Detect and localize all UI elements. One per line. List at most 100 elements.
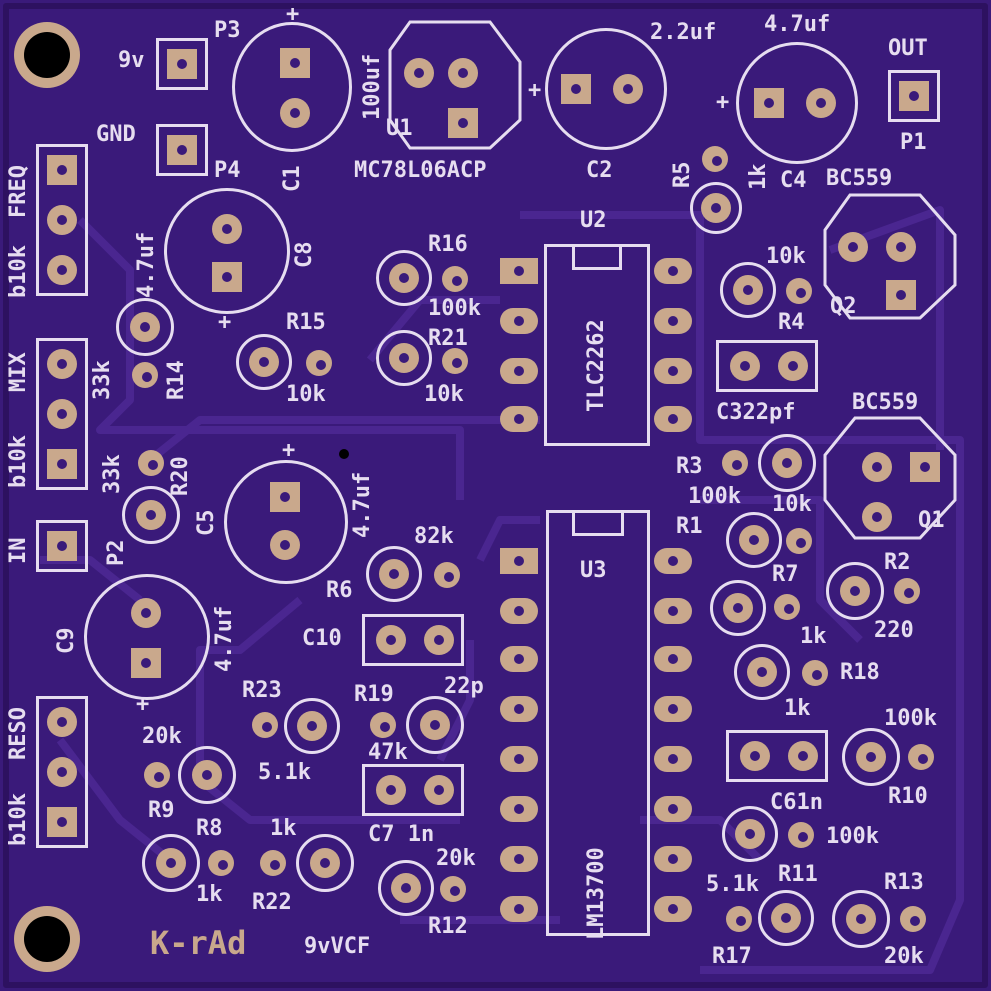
pad-c4-plus[interactable]	[754, 88, 784, 118]
pad-r1-1[interactable]	[739, 525, 769, 555]
pad-freq-2[interactable]	[47, 205, 77, 235]
pad-u2-1[interactable]	[500, 258, 538, 284]
pad-r9-1[interactable]	[144, 762, 170, 788]
pad-u1-3[interactable]	[448, 108, 478, 138]
pad-u3-5[interactable]	[500, 746, 538, 772]
pad-c3-1[interactable]	[730, 351, 760, 381]
pad-q2-1[interactable]	[838, 232, 868, 262]
pad-r8-1[interactable]	[156, 848, 186, 878]
pad-c7-1[interactable]	[376, 775, 406, 805]
pad-u1-1[interactable]	[404, 58, 434, 88]
pad-u3-8[interactable]	[500, 896, 538, 922]
pad-p4[interactable]	[167, 135, 197, 165]
pad-u3-14[interactable]	[654, 646, 692, 672]
pad-c9-1[interactable]	[131, 598, 161, 628]
pad-r8-2[interactable]	[208, 850, 234, 876]
pad-r16-2[interactable]	[442, 266, 468, 292]
pad-r9-2[interactable]	[192, 760, 222, 790]
pad-u3-13[interactable]	[654, 696, 692, 722]
pad-r15-1[interactable]	[249, 347, 279, 377]
pad-q1-2[interactable]	[910, 452, 940, 482]
pad-r17-1[interactable]	[726, 906, 752, 932]
pad-c1-plus[interactable]	[280, 48, 310, 78]
pad-c10-2[interactable]	[424, 625, 454, 655]
pad-reso-2[interactable]	[47, 757, 77, 787]
pad-r15-2[interactable]	[306, 350, 332, 376]
pad-c4-minus[interactable]	[806, 88, 836, 118]
pad-r12-2[interactable]	[440, 876, 466, 902]
pad-c5-minus[interactable]	[270, 530, 300, 560]
pad-c8-2[interactable]	[212, 262, 242, 292]
pad-r13-2[interactable]	[900, 906, 926, 932]
pad-c1-minus[interactable]	[280, 98, 310, 128]
pad-r21-1[interactable]	[389, 343, 419, 373]
pad-r6-1[interactable]	[379, 559, 409, 589]
pad-u3-15[interactable]	[654, 598, 692, 624]
pad-reso-3[interactable]	[47, 807, 77, 837]
pad-c3-2[interactable]	[778, 351, 808, 381]
pad-r5-1[interactable]	[702, 146, 728, 172]
pad-u2-6[interactable]	[654, 358, 692, 384]
pad-u3-7[interactable]	[500, 846, 538, 872]
pad-u3-10[interactable]	[654, 846, 692, 872]
pad-c9-2[interactable]	[131, 648, 161, 678]
pad-q2-3[interactable]	[886, 280, 916, 310]
pad-c8-1[interactable]	[212, 214, 242, 244]
pad-u3-11[interactable]	[654, 796, 692, 822]
pad-u3-2[interactable]	[500, 598, 538, 624]
pad-u3-1[interactable]	[500, 548, 538, 574]
pad-r20-2[interactable]	[136, 500, 166, 530]
pad-u3-16[interactable]	[654, 548, 692, 574]
pad-r21-2[interactable]	[442, 348, 468, 374]
pad-u3-4[interactable]	[500, 696, 538, 722]
pad-r4-1[interactable]	[733, 275, 763, 305]
pad-mix-2[interactable]	[47, 399, 77, 429]
pad-c5-plus[interactable]	[270, 482, 300, 512]
pad-r22-1[interactable]	[260, 850, 286, 876]
pad-r14-1[interactable]	[130, 312, 160, 342]
pad-u3-9[interactable]	[654, 896, 692, 922]
pad-q1-3[interactable]	[862, 502, 892, 532]
pad-c2-minus[interactable]	[613, 74, 643, 104]
pad-r3-2[interactable]	[772, 448, 802, 478]
pad-r7-1[interactable]	[723, 593, 753, 623]
pad-q1-1[interactable]	[862, 452, 892, 482]
pad-r16-1[interactable]	[389, 263, 419, 293]
pad-c6-2[interactable]	[788, 741, 818, 771]
pad-r13-1[interactable]	[846, 904, 876, 934]
pad-c2-plus[interactable]	[561, 74, 591, 104]
pad-r20-1[interactable]	[138, 450, 164, 476]
pad-u2-3[interactable]	[500, 358, 538, 384]
pad-r11-upper-1[interactable]	[735, 819, 765, 849]
pad-reso-1[interactable]	[47, 707, 77, 737]
pad-p3[interactable]	[167, 49, 197, 79]
pad-p2[interactable]	[47, 531, 77, 561]
pad-freq-1[interactable]	[47, 155, 77, 185]
pad-u3-3[interactable]	[500, 646, 538, 672]
pad-r10-1[interactable]	[856, 742, 886, 772]
pad-r10-2[interactable]	[908, 744, 934, 770]
pad-r5-2[interactable]	[701, 193, 731, 223]
pad-r18-1[interactable]	[747, 657, 777, 687]
pad-c7-2[interactable]	[424, 775, 454, 805]
pad-r19-2[interactable]	[420, 710, 450, 740]
pad-r6-2[interactable]	[434, 562, 460, 588]
pad-r23-1[interactable]	[252, 712, 278, 738]
pad-mix-3[interactable]	[47, 449, 77, 479]
pad-u3-6[interactable]	[500, 796, 538, 822]
pad-u2-8[interactable]	[654, 258, 692, 284]
pad-mix-1[interactable]	[47, 349, 77, 379]
pad-r1-2[interactable]	[786, 528, 812, 554]
pad-c6-1[interactable]	[740, 741, 770, 771]
pad-r11-upper-2[interactable]	[788, 822, 814, 848]
pad-c10-1[interactable]	[376, 625, 406, 655]
pad-r14-2[interactable]	[132, 362, 158, 388]
pad-u2-2[interactable]	[500, 308, 538, 334]
pad-p1[interactable]	[899, 81, 929, 111]
pad-q2-2[interactable]	[886, 232, 916, 262]
pad-r2-2[interactable]	[894, 578, 920, 604]
pad-r22-2[interactable]	[310, 848, 340, 878]
pad-r23-2[interactable]	[297, 711, 327, 741]
pad-u2-5[interactable]	[654, 406, 692, 432]
pad-r4-2[interactable]	[786, 278, 812, 304]
